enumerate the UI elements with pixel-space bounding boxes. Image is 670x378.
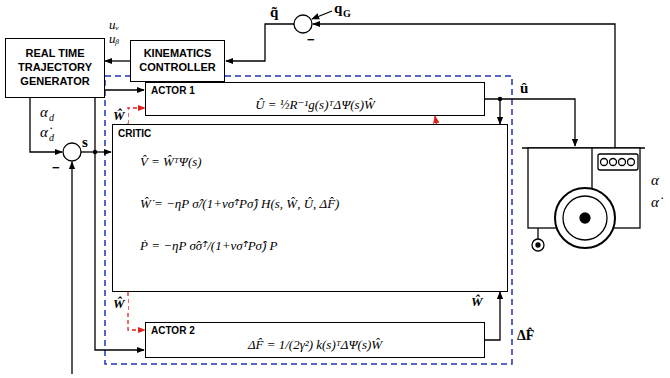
signal-name: s — [82, 134, 88, 151]
signal-subscript: d — [49, 112, 54, 123]
edge-label: Ŵ — [112, 297, 128, 311]
robot-grille — [598, 154, 638, 170]
dashed-group-border — [105, 76, 512, 364]
box-title: REAL TIME TRAJECTORY GENERATOR — [10, 47, 100, 88]
signal-name: α̇ — [651, 194, 659, 211]
goal-input-wire — [312, 11, 332, 19]
equation: Ŵ̇ = −ηP σ̂/(1+νσ̂ᵀPσ̂) H(s, Ŵ, Û, ΔF̂) — [118, 196, 502, 212]
branch-dot — [93, 150, 97, 154]
equation: V̂ = ŴᵀΨ(s) — [118, 154, 502, 170]
signal-name: α — [40, 104, 48, 121]
grille-hole — [601, 159, 608, 166]
drive-wheel-rim — [563, 196, 607, 240]
signal-arrow — [485, 99, 500, 124]
box-title: KINEMATICS CONTROLLER — [135, 47, 220, 75]
process-box: REAL TIME TRAJECTORY GENERATOR — [5, 38, 105, 98]
summing-junction — [294, 15, 312, 33]
signal-subscript: d — [49, 132, 54, 143]
signal-name: û — [520, 80, 528, 97]
pose-feedback-wire — [313, 24, 615, 148]
robot-mast — [591, 148, 592, 190]
critic-box: CRITIC V̂ = ŴᵀΨ(s) Ŵ̇ = −ηP σ̂/(1+νσ̂ᵀPσ̂)… — [112, 124, 508, 292]
error-signal-wire — [95, 152, 144, 350]
signal-name: α — [651, 172, 659, 189]
caster-fork — [537, 228, 538, 240]
sign-mark: − — [307, 32, 315, 47]
block-heading: ACTOR 2 — [151, 325, 479, 337]
sign-mark: − — [52, 160, 60, 175]
signal-name: q̃ — [270, 4, 278, 21]
error-signal-wire — [95, 90, 144, 152]
summing-junction — [63, 143, 81, 161]
state-feedback-wire — [71, 162, 72, 374]
signal-name: q — [334, 0, 342, 17]
signal-arrow — [105, 60, 130, 61]
block-heading: ACTOR 1 — [151, 85, 479, 97]
process-box: KINEMATICS CONTROLLER — [130, 40, 225, 82]
equation: Û = ½R⁻¹g(s)ᵀΔΨ(s)Ŵ — [151, 97, 479, 113]
edge-label: uᵥ uᵦ — [108, 18, 130, 47]
caster-hub — [536, 243, 540, 247]
signal-arrow — [485, 292, 500, 340]
block-heading: CRITIC — [118, 128, 502, 140]
wheel-hub — [580, 213, 590, 223]
signal-subscript: G — [343, 8, 351, 19]
weight-link-arrow — [128, 292, 145, 330]
drive-wheel — [555, 188, 615, 248]
signal-name: ΔF̂ — [517, 328, 534, 344]
actor-box: ACTOR 2ΔF̂ = 1/(2γ²) k(s)ᵀΔΨ(s)Ŵ — [145, 322, 485, 358]
caster-wheel — [532, 239, 544, 251]
equation: ΔF̂ = 1/(2γ²) k(s)ᵀΔΨ(s)Ŵ — [151, 337, 479, 353]
edge-label: Ŵ — [470, 295, 486, 309]
grille-hole — [628, 159, 635, 166]
error-wire — [226, 24, 294, 61]
grille-hole — [619, 159, 626, 166]
grille-hole — [610, 159, 617, 166]
control-output-wire — [500, 99, 575, 146]
equation: Ṗ = −ηP σ̂σ̂ᵀ/(1+νσ̂ᵀPσ̂) P — [118, 238, 502, 254]
robot-illustration — [522, 148, 645, 251]
weight-link-arrow — [435, 116, 465, 292]
edge-label: Ŵ — [112, 109, 128, 123]
signal-name: α̇ — [40, 124, 48, 141]
actor-box: ACTOR 1Û = ½R⁻¹g(s)ᵀΔΨ(s)Ŵ — [145, 82, 485, 116]
weight-link-arrow — [128, 108, 145, 124]
reference-wire — [30, 98, 62, 152]
